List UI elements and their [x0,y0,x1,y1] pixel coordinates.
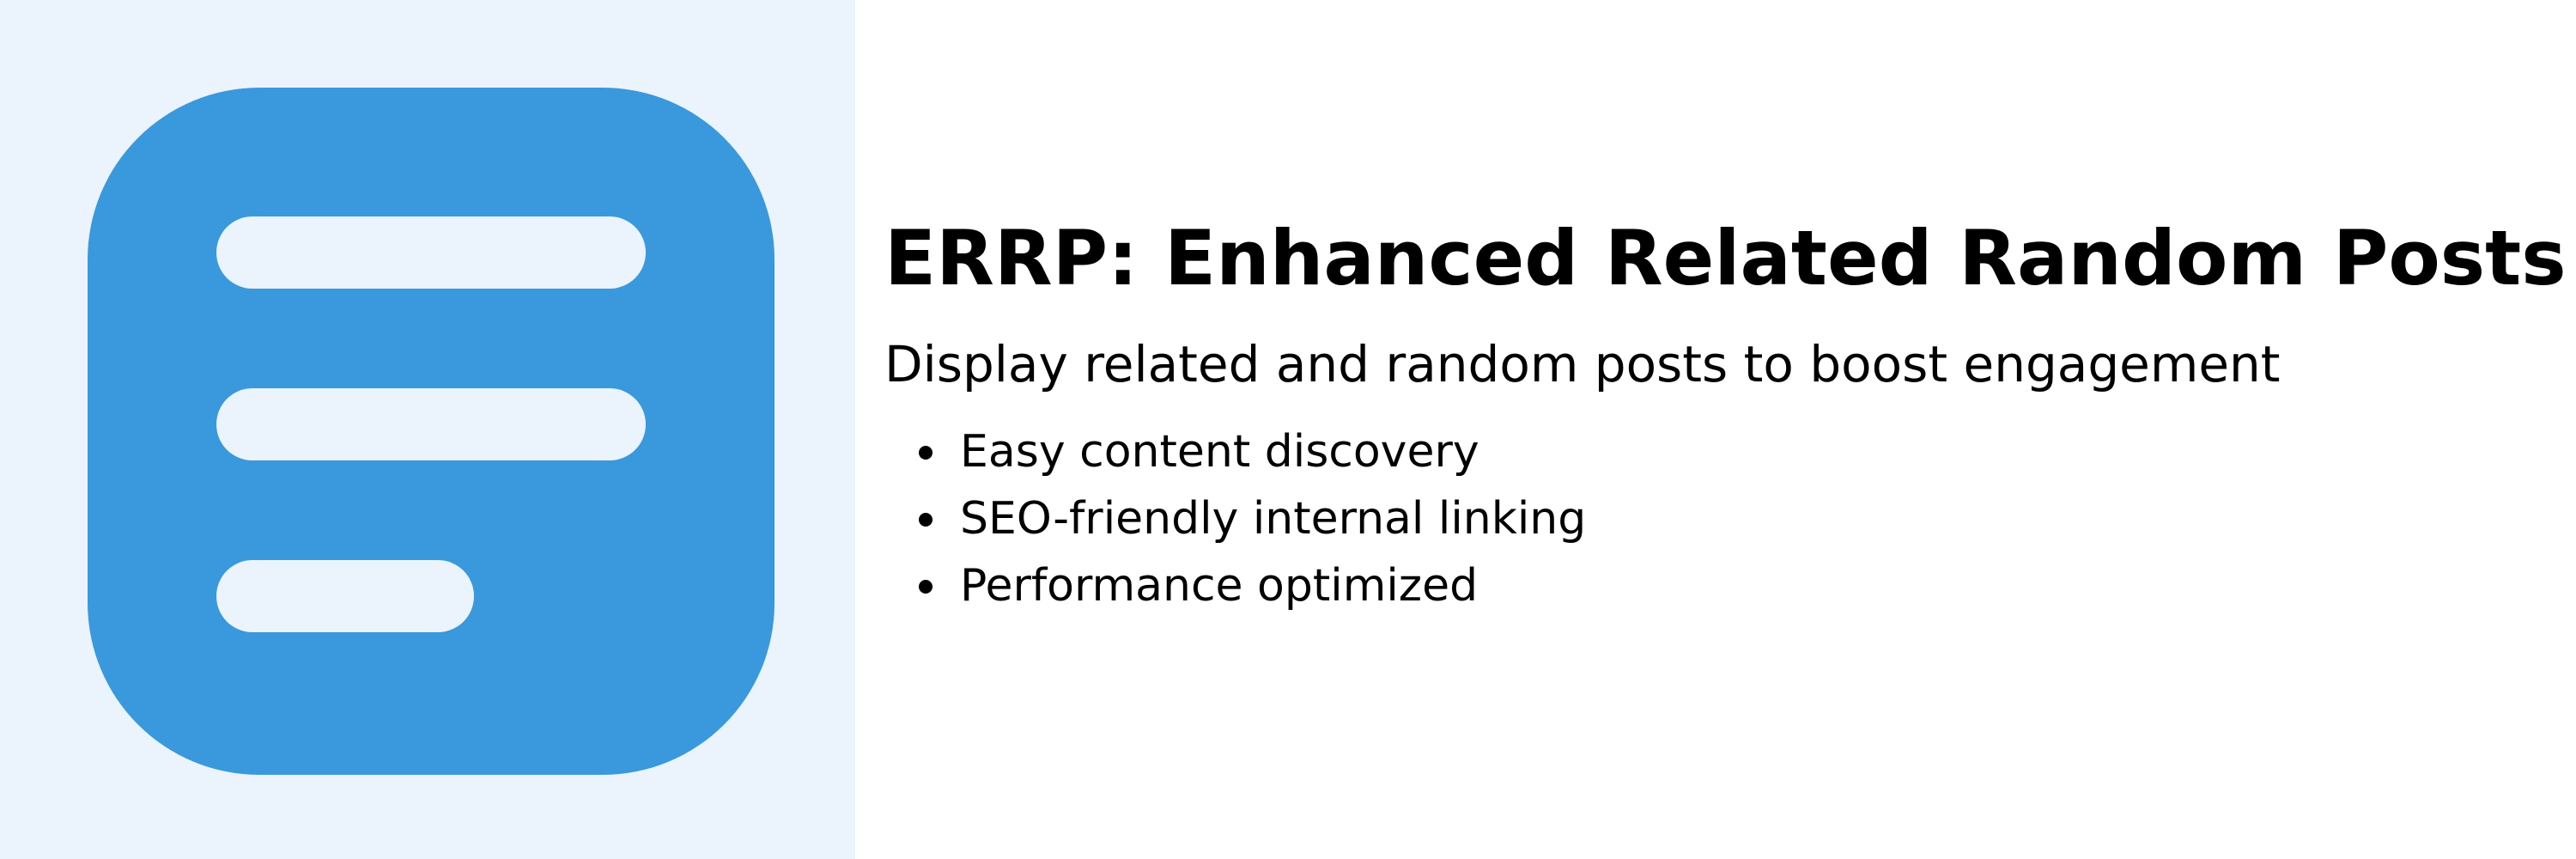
feature-item: Performance optimized [884,552,2550,619]
feature-label: SEO-friendly internal linking [960,493,1587,545]
icon-line-2 [216,388,646,460]
feature-label: Easy content discovery [960,426,1479,478]
feature-item: Easy content discovery [884,418,2550,485]
document-lines-icon [88,88,775,775]
feature-list: Easy content discovery SEO-friendly inte… [884,418,2550,619]
bullet-icon [919,446,933,460]
feature-label: Performance optimized [960,560,1479,612]
icon-line-1 [216,216,646,289]
bullet-icon [919,580,933,594]
icon-line-3 [216,560,474,632]
page-title: ERRP: Enhanced Related Random Posts [884,214,2567,302]
icon-panel [0,0,855,859]
page-subtitle: Display related and random posts to boos… [884,334,2281,393]
feature-item: SEO-friendly internal linking [884,485,2550,552]
banner-content: ERRP: Enhanced Related Random Posts Disp… [884,213,2567,619]
bullet-icon [919,513,933,527]
